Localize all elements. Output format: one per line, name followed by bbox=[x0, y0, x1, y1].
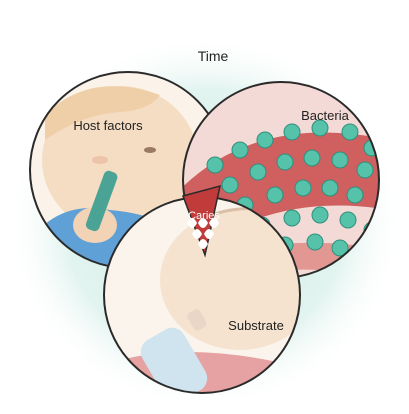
bacteria-cell bbox=[342, 124, 358, 140]
bacteria-cell bbox=[277, 154, 293, 170]
label-caries: Caries bbox=[188, 210, 220, 222]
bacteria-cell bbox=[257, 132, 273, 148]
bacteria-cell bbox=[307, 234, 323, 250]
bacteria-cell bbox=[312, 207, 328, 223]
bacteria-cell bbox=[357, 162, 373, 178]
bacteria-cell bbox=[232, 142, 248, 158]
bacteria-cell bbox=[322, 180, 338, 196]
bacteria-cell bbox=[207, 157, 223, 173]
label-bacteria: Bacteria bbox=[301, 108, 349, 123]
bacteria-cell bbox=[332, 152, 348, 168]
label-time: Time bbox=[198, 48, 229, 64]
bacteria-cell bbox=[250, 164, 266, 180]
bacteria-cell bbox=[304, 150, 320, 166]
label-substrate: Substrate bbox=[228, 318, 284, 333]
bacteria-cell bbox=[222, 177, 238, 193]
bacteria-cell bbox=[284, 124, 300, 140]
bacteria-cell bbox=[284, 210, 300, 226]
bacteria-cell bbox=[267, 187, 283, 203]
bacteria-cell bbox=[340, 212, 356, 228]
bacteria-cell bbox=[347, 187, 363, 203]
bacteria-cell bbox=[295, 180, 311, 196]
label-host-factors: Host factors bbox=[73, 118, 143, 133]
